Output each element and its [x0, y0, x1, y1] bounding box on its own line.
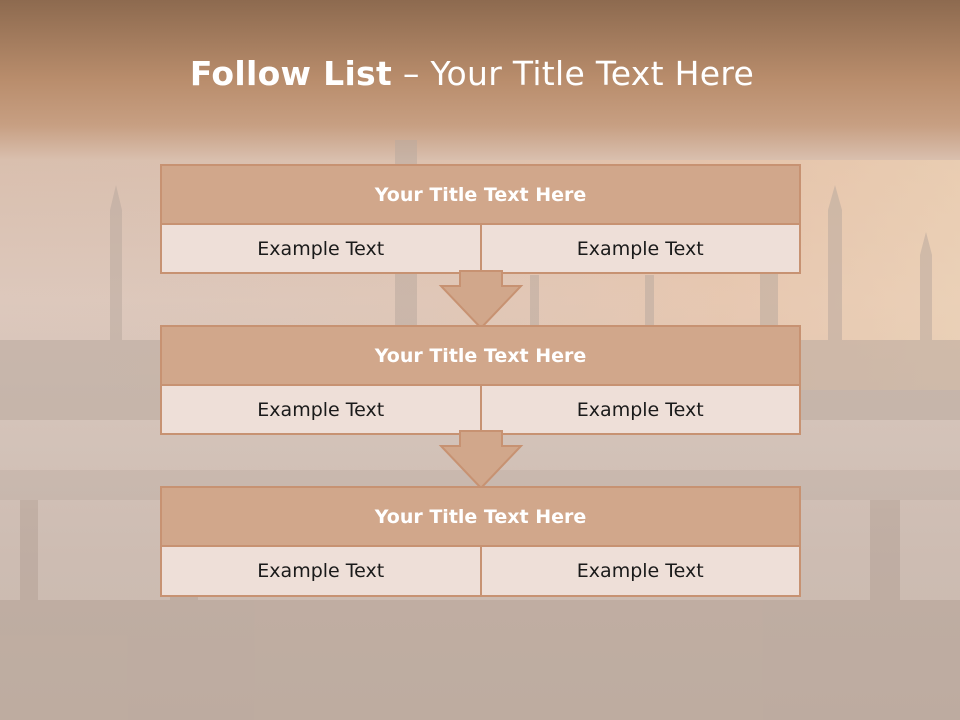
block-1-right-text: Example Text: [479, 225, 800, 272]
block-3-title: Your Title Text Here: [162, 488, 799, 547]
block-2-row: Example Text Example Text: [162, 386, 799, 433]
block-2-left-text: Example Text: [257, 398, 385, 421]
block-1-title: Your Title Text Here: [162, 166, 799, 225]
block-1-row: Example Text Example Text: [162, 225, 799, 272]
block-2-right-text: Example Text: [479, 386, 800, 433]
block-2-title: Your Title Text Here: [162, 327, 799, 386]
block-3-right-text: Example Text: [479, 547, 800, 595]
block-3-row: Example Text Example Text: [162, 547, 799, 595]
slide-title-rest: – Your Title Text Here: [392, 54, 755, 93]
slide-title-bold: Follow List: [189, 54, 393, 93]
list-block-1: Your Title Text Here Example Text Exampl…: [160, 164, 801, 274]
slide-title: Follow List – Your Title Text Here: [0, 54, 944, 93]
down-arrow-icon: [438, 430, 524, 490]
down-arrow-icon: [438, 270, 524, 330]
block-1-left-text: Example Text: [257, 237, 385, 260]
list-block-2: Your Title Text Here Example Text Exampl…: [160, 325, 801, 435]
list-block-3: Your Title Text Here Example Text Exampl…: [160, 486, 801, 597]
block-3-left-text: Example Text: [257, 560, 385, 582]
